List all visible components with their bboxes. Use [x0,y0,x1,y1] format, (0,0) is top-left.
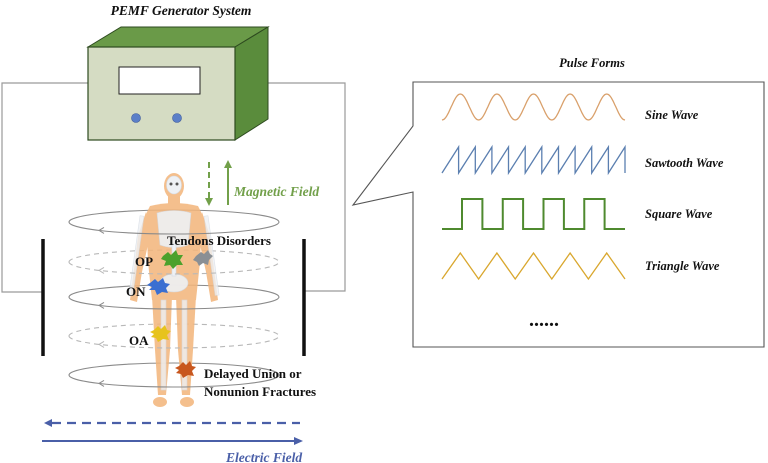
waveform-triangle [441,251,626,281]
ring-direction-arrow-icon [98,301,105,309]
pemf-generator-device [86,26,270,141]
pulse-forms-title: Pulse Forms [559,56,625,70]
oa-spot [150,325,171,342]
arrow-left-icon [44,419,52,427]
tendon-spot [193,250,213,266]
arrow-right-icon [294,437,303,445]
arrow-down-icon [205,198,213,206]
electric-field-label: Electric Field [225,450,302,463]
tendons-disorders-label: Tendons Disorders [167,233,271,248]
ring-direction-arrow-icon [98,266,105,274]
device-side [234,26,269,141]
field-ring-front [68,221,280,235]
pulse-waveforms [441,93,626,281]
page-title: PEMF Generator System [111,3,252,18]
left-wire [1,82,88,293]
op-spot [161,250,183,269]
field-ring-front [68,374,280,388]
device-display [118,66,201,95]
ring-direction-arrow-icon [98,379,105,387]
fracture-spot [175,361,196,378]
op-label: OP [135,254,153,269]
human-skeleton-figure [128,173,220,407]
fracture-label-line1: Delayed Union or [204,366,302,381]
waveform-sine [441,93,626,121]
fracture-label-line2: Nonunion Fractures [204,384,316,399]
field-ring-back [68,323,280,337]
magnetic-field-label: Magnetic Field [233,184,319,199]
more-waves-ellipsis: ...... [529,309,559,331]
wave-label-sine: Sine Wave [645,108,699,122]
waveform-sawtooth [441,144,626,176]
field-ring-back [68,362,280,376]
oa-label: OA [129,333,149,348]
waveform-square [442,198,625,230]
electric-field-arrows [42,419,303,445]
ring-direction-arrow-icon [98,226,105,234]
wave-label-square: Square Wave [645,207,713,221]
field-ring-front [68,261,280,275]
device-button-2 [172,113,182,123]
skull [166,175,182,195]
field-ring-front [68,335,280,349]
arrow-up-icon [224,160,232,168]
on-label: ON [126,284,146,299]
wave-label-sawtooth: Sawtooth Wave [645,156,724,170]
field-ring-front [68,296,280,310]
magnetic-field-arrows [205,160,232,206]
right-wire [268,82,346,292]
device-button-1 [131,113,141,123]
ring-direction-arrow-icon [98,340,105,348]
wave-label-triangle: Triangle Wave [645,259,720,273]
disease-spots [147,250,213,378]
field-ring-back [68,249,280,263]
pulse-forms-callout [351,81,765,348]
on-spot [147,278,170,295]
